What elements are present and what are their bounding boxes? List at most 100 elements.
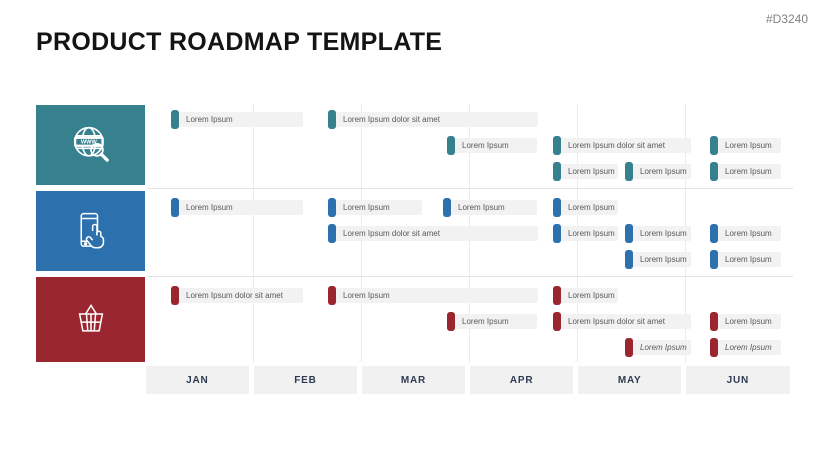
task-bar-accent [447, 136, 455, 155]
task-bar[interactable]: Lorem Ipsum [447, 136, 537, 155]
month-cell-jan[interactable]: JAN [145, 366, 250, 394]
task-bar-accent [710, 338, 718, 357]
task-bar-label: Lorem Ipsum [462, 317, 509, 326]
task-bar[interactable]: Lorem Ipsum [710, 338, 781, 357]
task-bar-accent [328, 110, 336, 129]
task-bar-label: Lorem Ipsum [725, 317, 772, 326]
task-bar-label: Lorem Ipsum [186, 115, 233, 124]
task-bar[interactable]: Lorem Ipsum [625, 250, 691, 269]
task-bar[interactable]: Lorem Ipsum dolor sit amet [553, 136, 691, 155]
task-bar-accent [447, 312, 455, 331]
task-bar-accent [553, 224, 561, 243]
task-bar-label: Lorem Ipsum dolor sit amet [568, 141, 665, 150]
task-bar[interactable]: Lorem Ipsum [553, 224, 618, 243]
task-bar[interactable]: Lorem Ipsum dolor sit amet [553, 312, 691, 331]
task-bar-track: Lorem Ipsum dolor sit amet [330, 112, 538, 127]
task-bar-label: Lorem Ipsum [725, 167, 772, 176]
task-bar-track: Lorem Ipsum [330, 200, 422, 215]
task-bar-track: Lorem Ipsum dolor sit amet [555, 314, 691, 329]
task-bar-track: Lorem Ipsum dolor sit amet [173, 288, 303, 303]
task-bar-track: Lorem Ipsum [449, 314, 537, 329]
month-cell-may[interactable]: MAY [577, 366, 682, 394]
lane-header-shop[interactable] [36, 277, 145, 362]
task-bar-label: Lorem Ipsum [343, 203, 390, 212]
task-bar-accent [625, 338, 633, 357]
month-label: MAR [400, 374, 427, 386]
month-cell-jun[interactable]: JUN [686, 366, 790, 394]
task-bar[interactable]: Lorem Ipsum [625, 224, 691, 243]
task-bar[interactable]: Lorem Ipsum [553, 198, 618, 217]
task-bar[interactable]: Lorem Ipsum [710, 250, 781, 269]
task-bar[interactable]: Lorem Ipsum [328, 286, 538, 305]
task-bar-track: Lorem Ipsum [555, 288, 618, 303]
task-bar-accent [710, 250, 718, 269]
task-bar-label: Lorem Ipsum dolor sit amet [343, 229, 440, 238]
task-bar-label: Lorem Ipsum [640, 229, 687, 238]
task-bar-label: Lorem Ipsum [568, 167, 615, 176]
task-bar-track: Lorem Ipsum [627, 164, 691, 179]
task-bar-label: Lorem Ipsum [458, 203, 505, 212]
task-bar-track: Lorem Ipsum [445, 200, 537, 215]
task-bar[interactable]: Lorem Ipsum [710, 224, 781, 243]
task-bar[interactable]: Lorem Ipsum [710, 162, 781, 181]
month-cell-mar[interactable]: MAR [361, 366, 466, 394]
month-cell-apr[interactable]: APR [469, 366, 574, 394]
task-bar-label: Lorem Ipsum [568, 291, 615, 300]
task-bar-accent [710, 162, 718, 181]
task-bar-accent [625, 162, 633, 181]
task-bar-label: Lorem Ipsum [640, 167, 687, 176]
task-bar[interactable]: Lorem Ipsum [710, 312, 781, 331]
task-bar-track: Lorem Ipsum [627, 340, 691, 355]
task-bar-track: Lorem Ipsum dolor sit amet [555, 138, 691, 153]
task-bar-label: Lorem Ipsum dolor sit amet [568, 317, 665, 326]
task-bar[interactable]: Lorem Ipsum [447, 312, 537, 331]
task-bar-track: Lorem Ipsum dolor sit amet [330, 226, 538, 241]
task-bar-accent [553, 286, 561, 305]
task-bar-track: Lorem Ipsum [712, 226, 781, 241]
task-bar-track: Lorem Ipsum [627, 226, 691, 241]
task-bar-accent [328, 198, 336, 217]
task-bar[interactable]: Lorem Ipsum [553, 286, 618, 305]
task-bar-track: Lorem Ipsum [712, 340, 781, 355]
task-bar-track: Lorem Ipsum [555, 164, 618, 179]
task-bar-track: Lorem Ipsum [712, 138, 781, 153]
month-cell-feb[interactable]: FEB [253, 366, 358, 394]
month-label: FEB [294, 374, 317, 386]
task-bar[interactable]: Lorem Ipsum [328, 198, 422, 217]
smartphone-tap-icon [65, 205, 117, 257]
task-bar[interactable]: Lorem Ipsum dolor sit amet [171, 286, 303, 305]
task-bar-accent [171, 198, 179, 217]
task-bar[interactable]: Lorem Ipsum dolor sit amet [328, 224, 538, 243]
task-bar-label: Lorem Ipsum [462, 141, 509, 150]
task-bar-label: Lorem Ipsum [725, 343, 772, 352]
task-bar-accent [710, 312, 718, 331]
task-bar-track: Lorem Ipsum [449, 138, 537, 153]
www-globe-search-icon: WWW [65, 119, 117, 171]
task-bar-track: Lorem Ipsum [555, 200, 618, 215]
month-gridline [253, 104, 254, 362]
task-bar[interactable]: Lorem Ipsum [625, 338, 691, 357]
task-bar[interactable]: Lorem Ipsum [710, 136, 781, 155]
lane-header-mobile[interactable] [36, 191, 145, 271]
svg-text:WWW: WWW [80, 140, 97, 146]
task-bar[interactable]: Lorem Ipsum dolor sit amet [328, 110, 538, 129]
task-bar-accent [553, 136, 561, 155]
task-bar-track: Lorem Ipsum [173, 200, 303, 215]
task-bar-label: Lorem Ipsum dolor sit amet [186, 291, 283, 300]
task-bar[interactable]: Lorem Ipsum [625, 162, 691, 181]
task-bar[interactable]: Lorem Ipsum [553, 162, 618, 181]
task-bar[interactable]: Lorem Ipsum [171, 198, 303, 217]
task-bar-accent [625, 224, 633, 243]
task-bar-track: Lorem Ipsum [330, 288, 538, 303]
lane-header-website[interactable]: WWW [36, 105, 145, 185]
task-bar-label: Lorem Ipsum [725, 229, 772, 238]
task-bar-label: Lorem Ipsum dolor sit amet [343, 115, 440, 124]
task-bar[interactable]: Lorem Ipsum [171, 110, 303, 129]
task-bar-label: Lorem Ipsum [725, 141, 772, 150]
task-bar-accent [710, 224, 718, 243]
task-bar-track: Lorem Ipsum [712, 164, 781, 179]
task-bar-accent [625, 250, 633, 269]
task-bar-accent [710, 136, 718, 155]
task-bar[interactable]: Lorem Ipsum [443, 198, 537, 217]
task-bar-accent [553, 312, 561, 331]
